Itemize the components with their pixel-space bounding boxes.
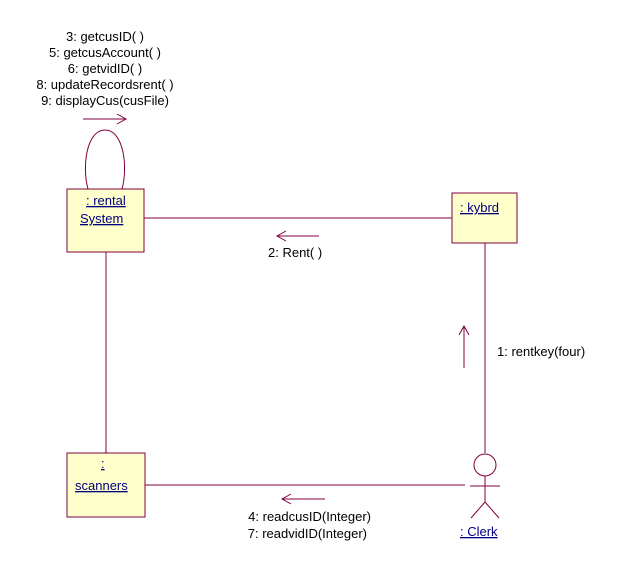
clerk-label: : Clerk	[460, 524, 498, 539]
message-readcusid-label: 4: readcusID(Integer)	[248, 509, 371, 524]
clerk-leg-left	[470, 501, 486, 519]
self-message-arrow	[83, 113, 128, 125]
object-rental-system[interactable]: : rental System	[66, 188, 145, 253]
self-message-8: 8: updateRecordsrent( )	[36, 77, 173, 92]
scanners-label-line1: :	[101, 456, 105, 471]
self-messages: 3: getcusID( ) 5: getcusAccount( ) 6: ge…	[36, 29, 173, 108]
self-message-5: 5: getcusAccount( )	[49, 45, 161, 60]
self-message-9: 9: displayCus(cusFile)	[41, 93, 169, 108]
message-rentkey-arrow	[458, 324, 470, 368]
message-rentkey-label: 1: rentkey(four)	[497, 344, 585, 359]
object-scanners[interactable]: : scanners	[66, 452, 146, 518]
message-rent-label: 2: Rent( )	[268, 245, 322, 260]
kybrd-label: : kybrd	[460, 200, 499, 215]
message-readvidid-label: 7: readvidID(Integer)	[248, 526, 367, 541]
object-kybrd[interactable]: : kybrd	[451, 192, 518, 244]
scanners-label-line2: scanners	[75, 478, 128, 493]
message-rent-arrow	[275, 230, 319, 242]
clerk-leg-right	[484, 501, 500, 519]
self-message-3: 3: getcusID( )	[66, 29, 144, 44]
rental-system-label-line2: System	[80, 211, 123, 226]
self-link-loop	[85, 129, 125, 190]
actor-clerk[interactable]: : Clerk	[460, 453, 500, 539]
message-read-arrow	[280, 493, 325, 505]
self-message-6: 6: getvidID( )	[68, 61, 142, 76]
rental-system-label-line1: : rental	[86, 193, 126, 208]
clerk-head	[473, 453, 497, 477]
